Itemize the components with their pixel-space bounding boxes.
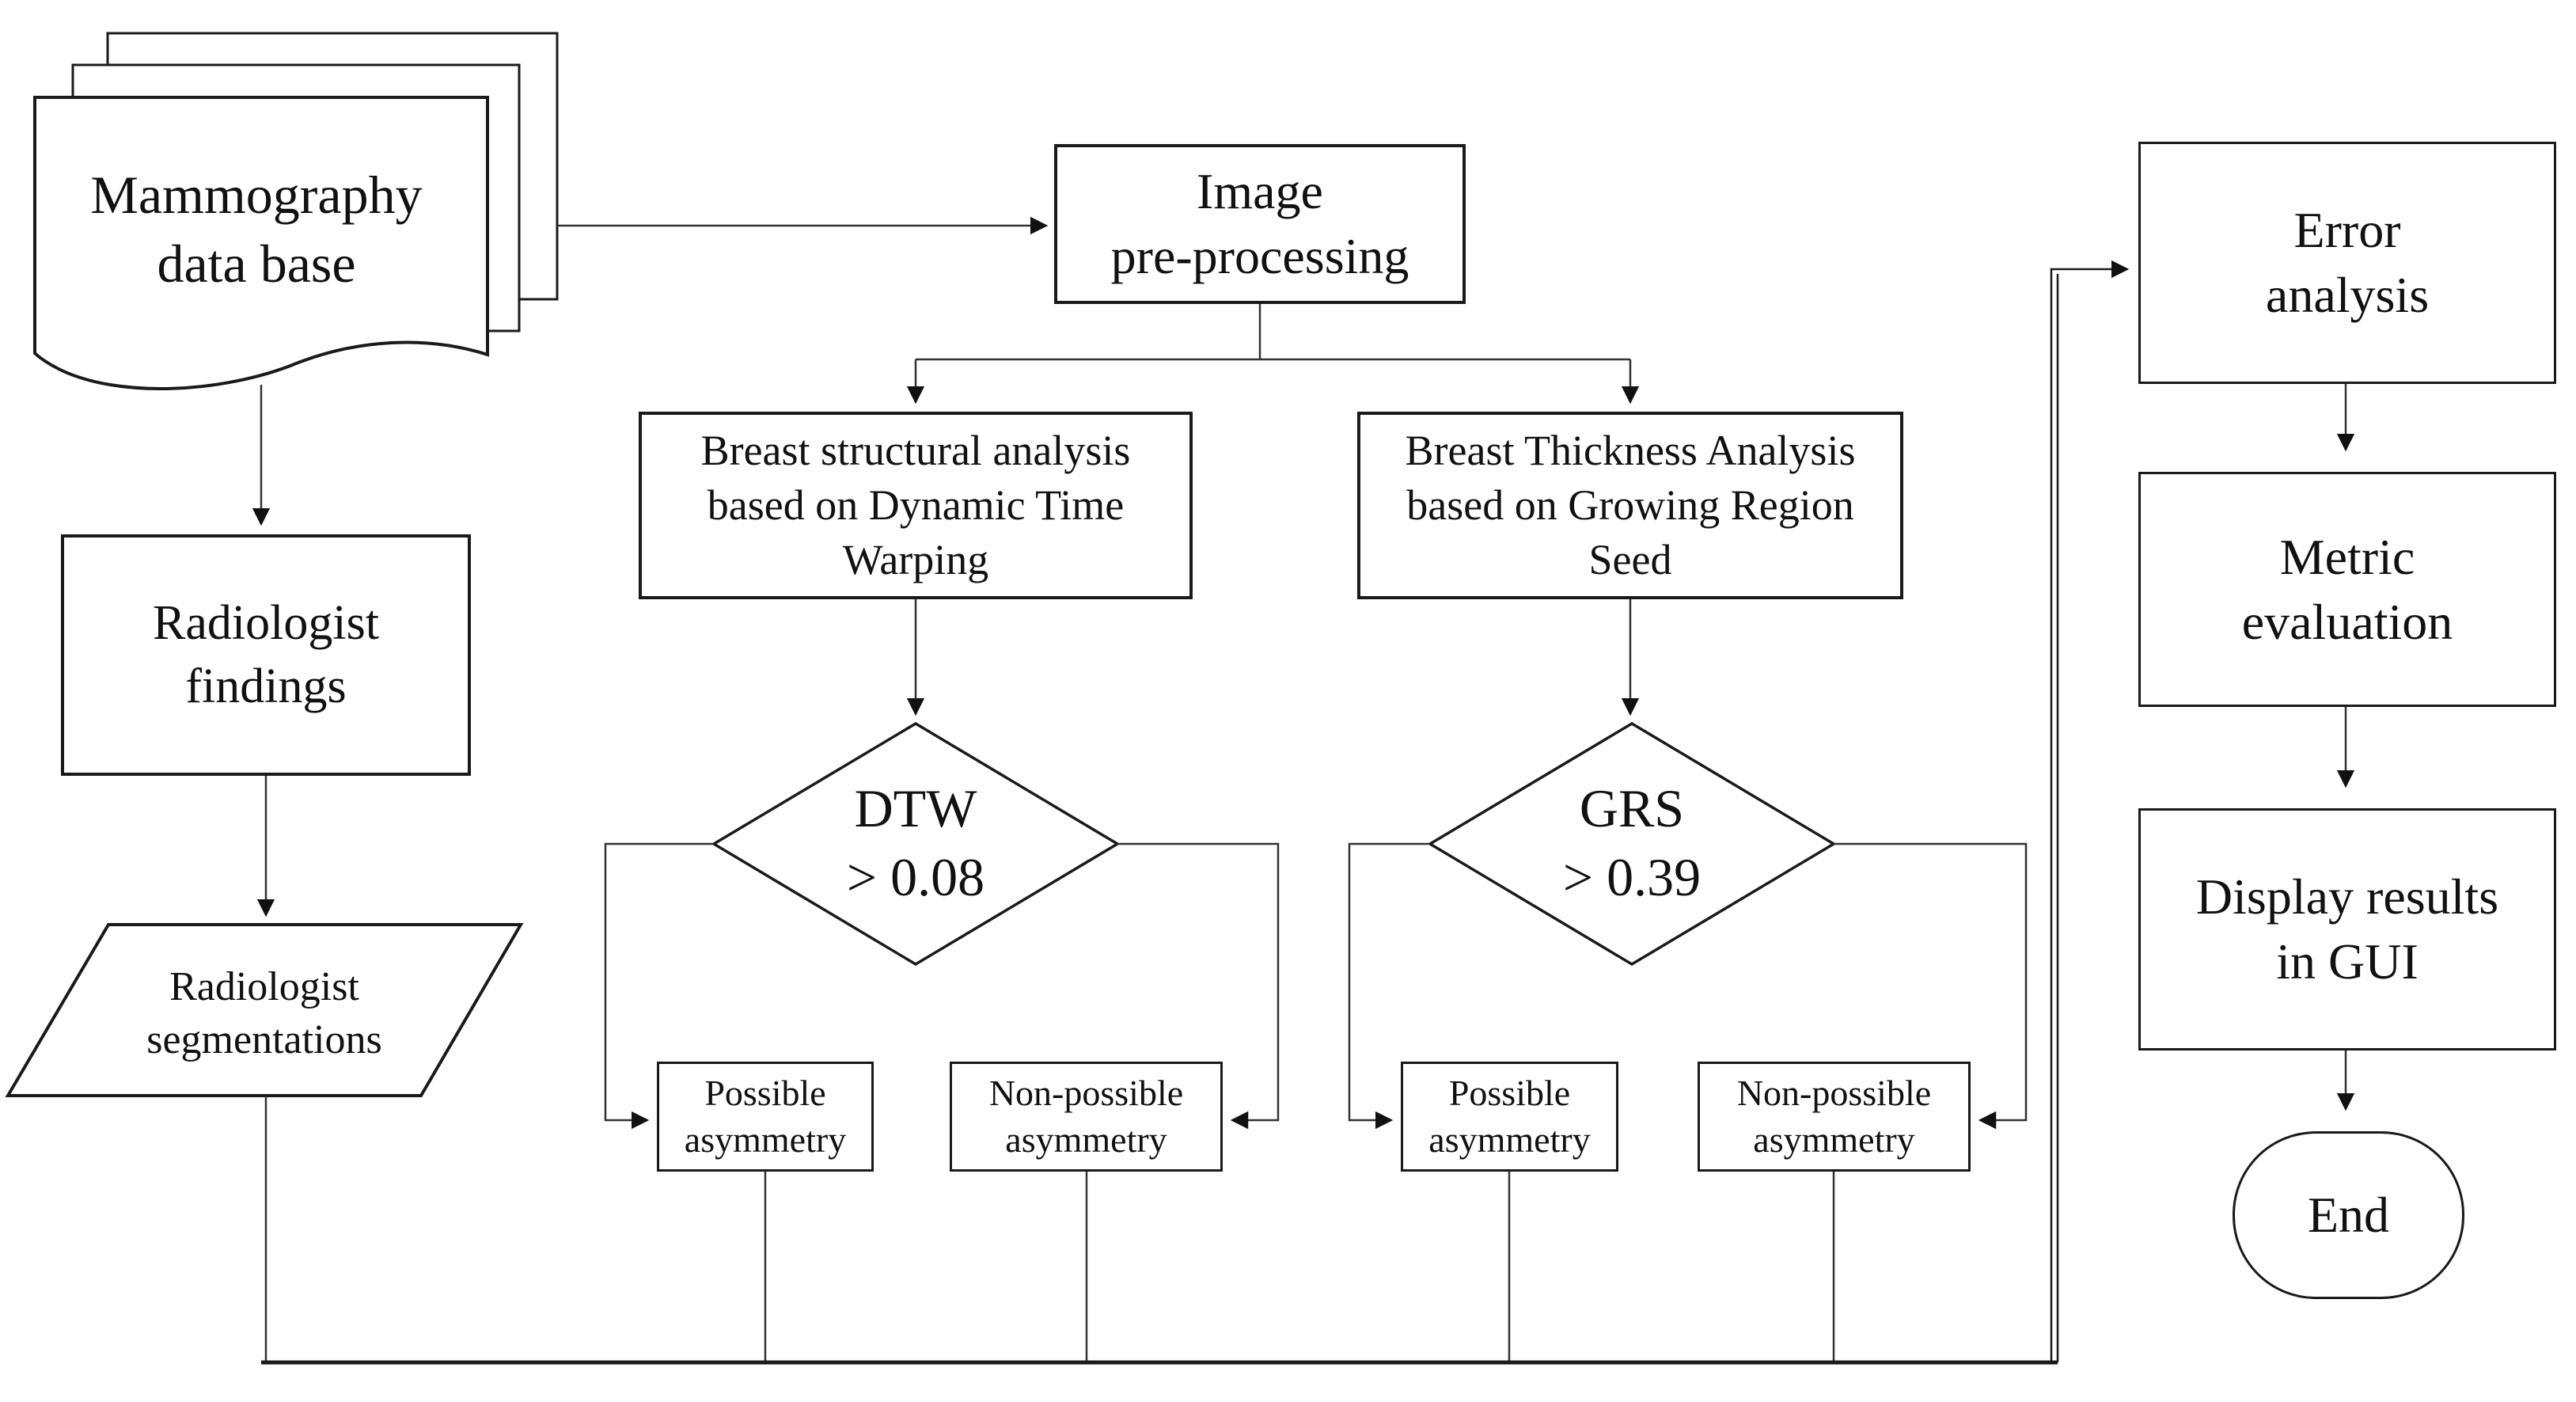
dtw-decision-diamond xyxy=(711,721,1121,967)
node-grs-possible-asymmetry: Possible asymmetry xyxy=(1401,1062,1618,1172)
edge-grs-to-non-possible xyxy=(1834,842,2028,1130)
database-document-shape xyxy=(33,96,489,390)
node-dtw-possible-asymmetry: Possible asymmetry xyxy=(657,1062,874,1172)
radiologist-segmentations-shape xyxy=(5,923,524,1097)
edge-grs-to-possible xyxy=(1348,842,1430,1130)
edge-collector-to-error-analysis xyxy=(2050,260,2130,1362)
node-end: End xyxy=(2233,1131,2464,1299)
node-radiologist-findings: Radiologist findings xyxy=(61,534,471,776)
node-structural-analysis: Breast structural analysis based on Dyna… xyxy=(639,412,1193,599)
node-thickness-analysis: Breast Thickness Analysis based on Growi… xyxy=(1357,412,1903,599)
node-image-preprocessing: Image pre-processing xyxy=(1054,144,1466,304)
grs-decision-diamond xyxy=(1427,721,1837,967)
node-metric-evaluation: Metric evaluation xyxy=(2138,472,2556,707)
node-grs-non-possible-asymmetry: Non-possible asymmetry xyxy=(1698,1062,1971,1172)
node-dtw-non-possible-asymmetry: Non-possible asymmetry xyxy=(950,1062,1223,1172)
node-error-analysis: Error analysis xyxy=(2138,142,2556,384)
node-display-results: Display results in GUI xyxy=(2138,808,2556,1051)
edge-dtw-to-possible xyxy=(604,842,714,1130)
edge-dtw-to-non-possible xyxy=(1117,842,1280,1130)
